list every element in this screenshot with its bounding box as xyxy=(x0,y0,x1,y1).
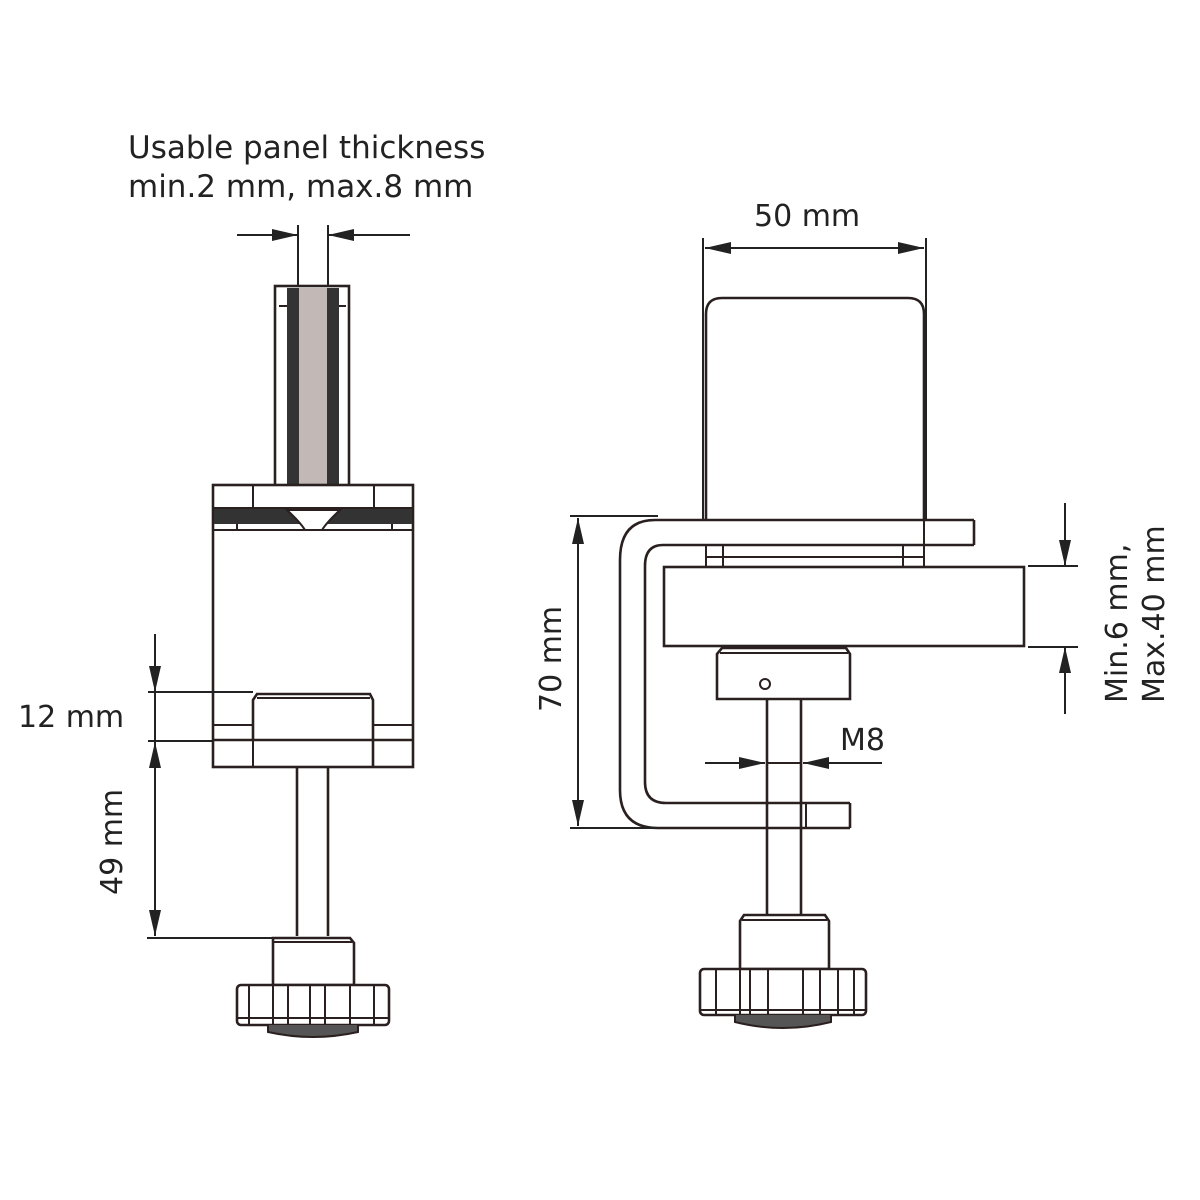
c-frame xyxy=(618,518,976,830)
panel-holder-head xyxy=(704,296,926,520)
right-screw xyxy=(765,699,803,915)
right-knob xyxy=(698,913,868,1029)
right-view: 50 mm xyxy=(534,199,1172,1029)
panel-thickness-dimension xyxy=(237,225,410,285)
left-screw-knob xyxy=(235,767,391,1038)
dimension-desk-min-label: Min.6 mm, xyxy=(1100,544,1135,703)
dimension-m8: M8 xyxy=(705,723,885,769)
dimension-12mm-label: 12 mm xyxy=(18,700,124,735)
panel-thickness-label-line2: min.2 mm, max.8 mm xyxy=(128,169,473,205)
desk-slab xyxy=(662,565,1026,648)
glass-panel xyxy=(299,288,327,484)
dimension-70mm: 70 mm xyxy=(534,515,658,829)
dimension-12mm: 12 mm xyxy=(18,634,253,768)
dimension-50mm: 50 mm xyxy=(702,199,927,520)
clamp-body xyxy=(211,483,415,769)
left-view: Usable panel thickness min.2 mm, max.8 m… xyxy=(18,130,485,1038)
dimension-desk-max-label: Max.40 mm xyxy=(1137,525,1172,703)
pressure-pad xyxy=(715,646,852,701)
dimension-49mm: 49 mm xyxy=(95,742,272,939)
dimension-70mm-label: 70 mm xyxy=(534,606,569,712)
panel-holder-upright xyxy=(273,284,351,488)
dimension-50mm-label: 50 mm xyxy=(754,199,860,234)
dimension-49mm-label: 49 mm xyxy=(95,789,130,895)
panel-thickness-label-line1: Usable panel thickness xyxy=(128,130,485,166)
dimension-desk-thickness: Min.6 mm, Max.40 mm xyxy=(1028,503,1172,714)
pin-hole xyxy=(759,678,771,690)
dimension-m8-label: M8 xyxy=(840,723,885,758)
